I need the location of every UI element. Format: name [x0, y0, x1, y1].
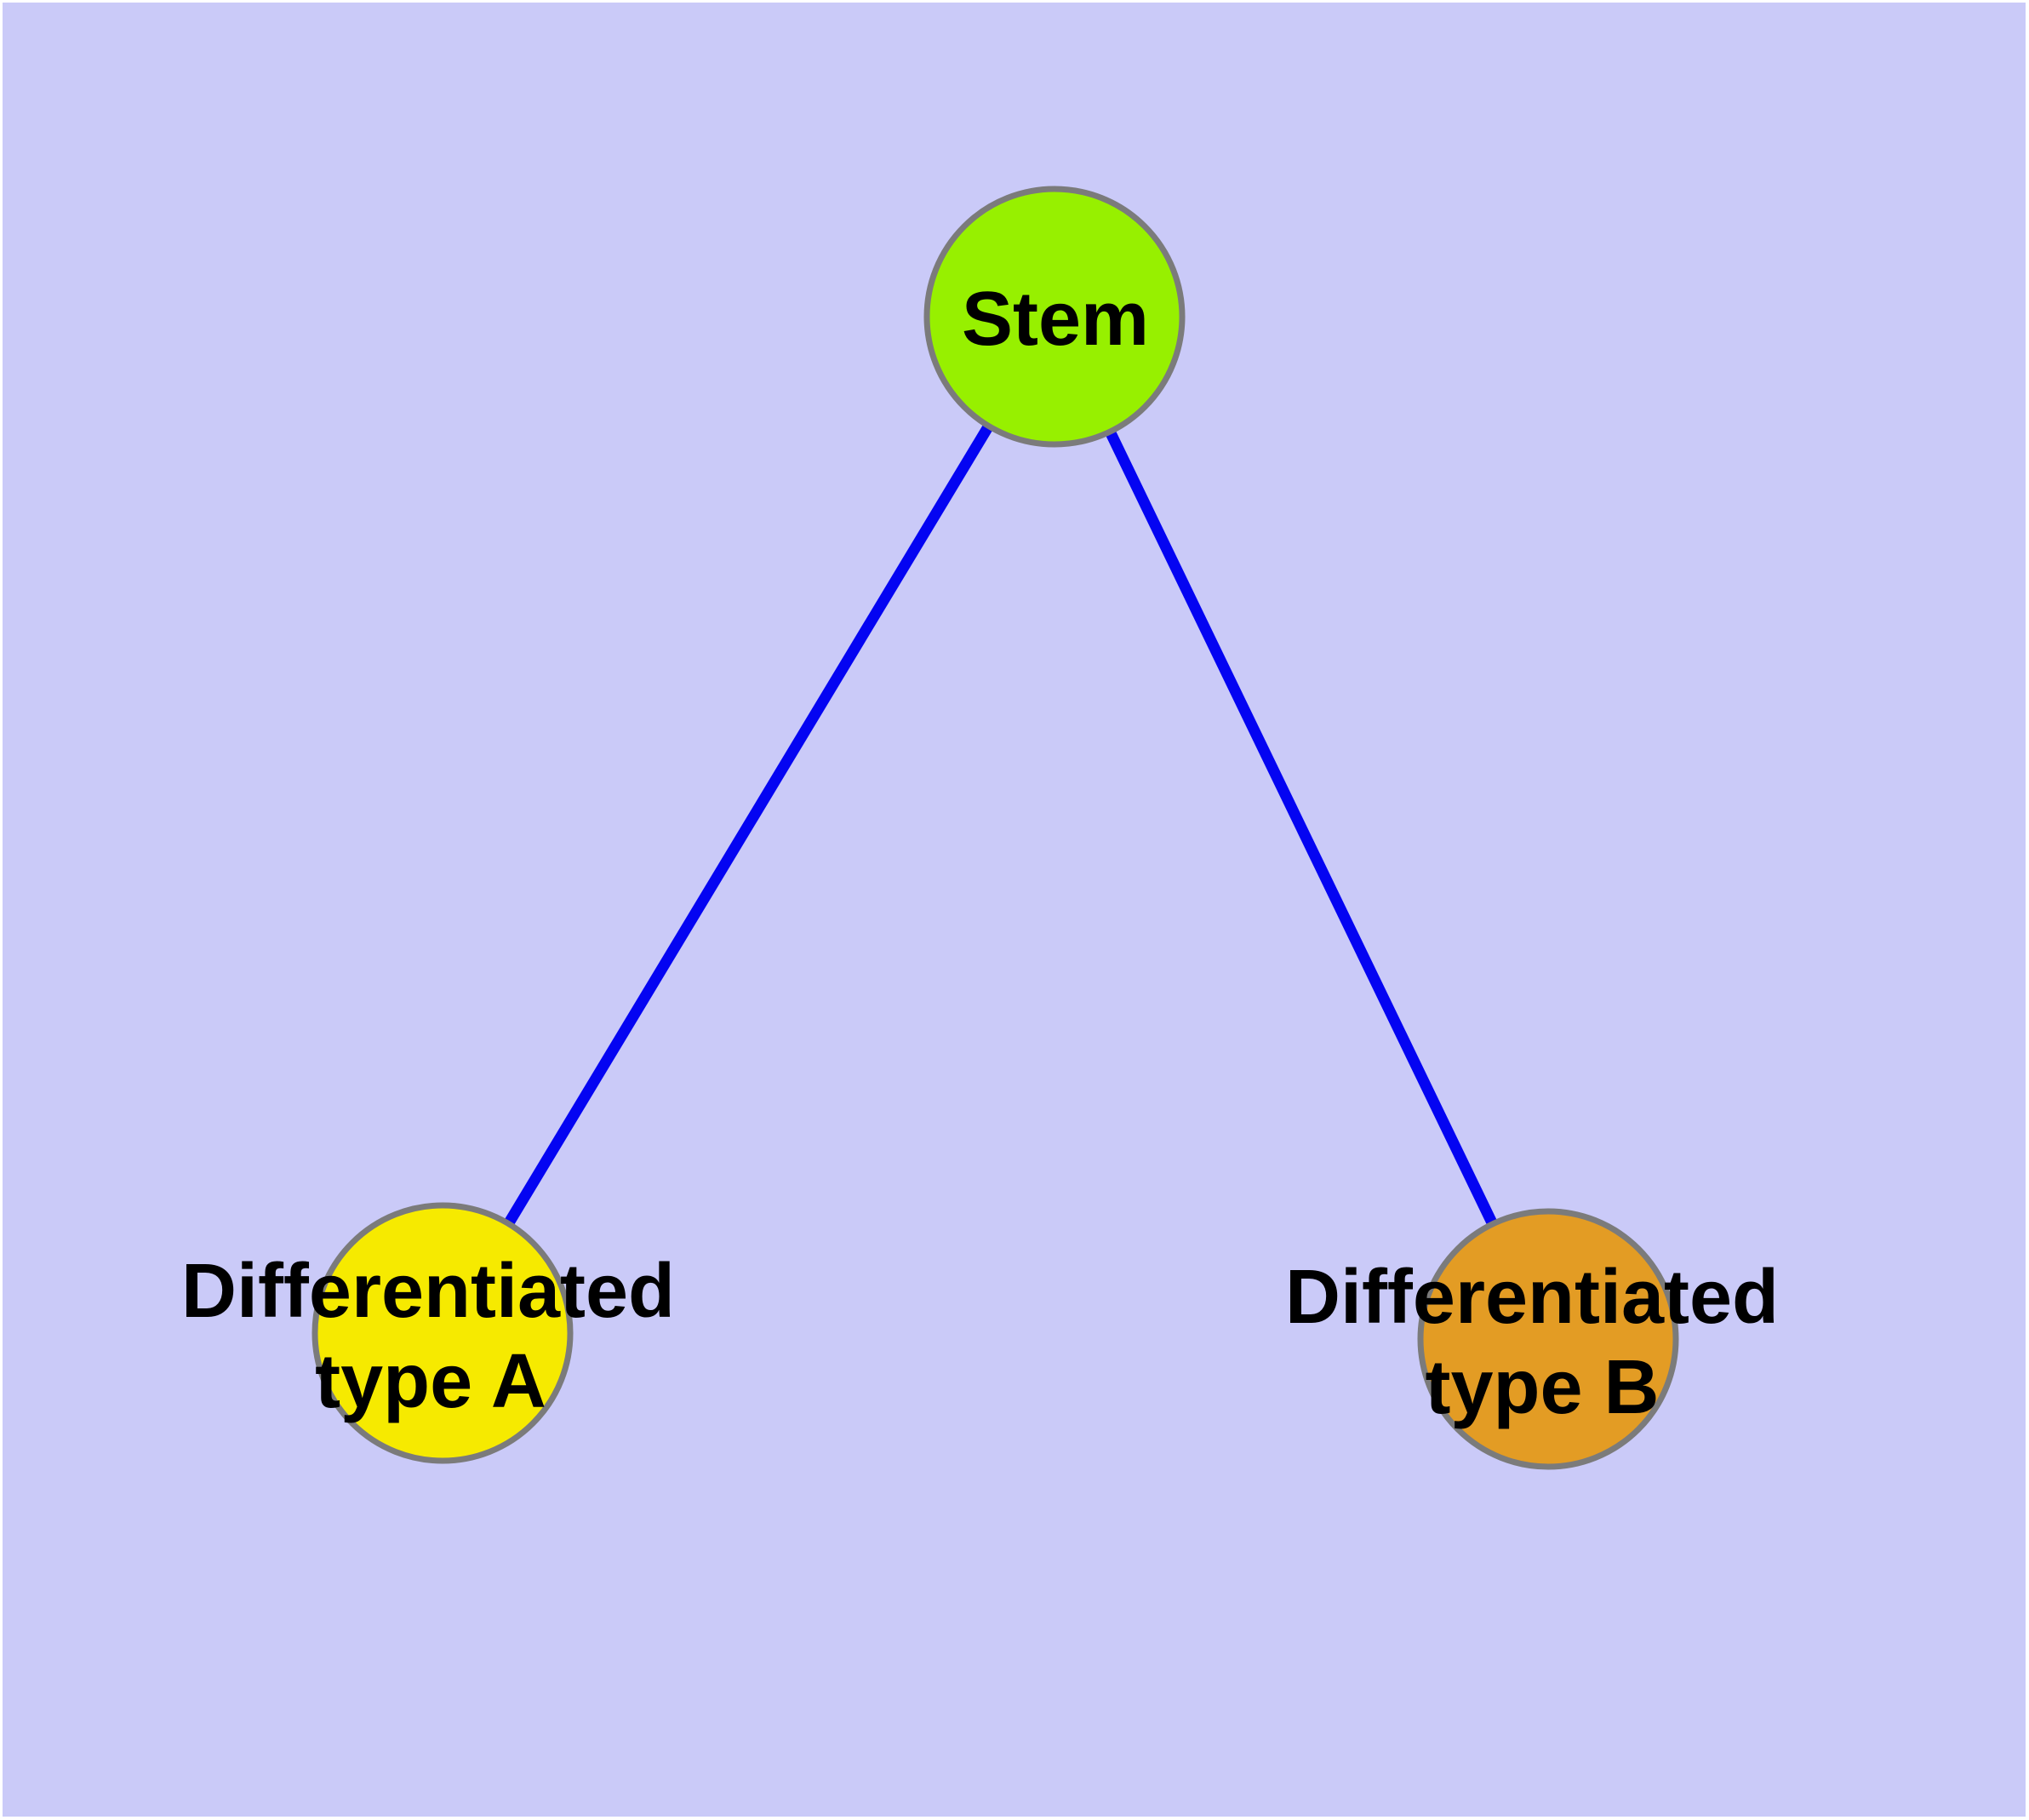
stem-node-label: Stem — [962, 277, 1149, 362]
edge-stem-to-type-b — [1049, 314, 1553, 1342]
edge-stem-to-type-a — [437, 313, 1060, 1336]
differentiated-type-a-label-line-2: type A — [315, 1339, 546, 1424]
differentiated-type-a-label-line-1: Differentiated — [181, 1249, 675, 1334]
stem-node — [923, 186, 1186, 448]
differentiated-type-b-node — [1417, 1208, 1679, 1470]
differentiated-type-a-node — [311, 1202, 574, 1464]
differentiated-type-b-label-line-1: Differentiated — [1285, 1255, 1779, 1340]
differentiated-type-b-label-line-2: type B — [1425, 1345, 1659, 1430]
